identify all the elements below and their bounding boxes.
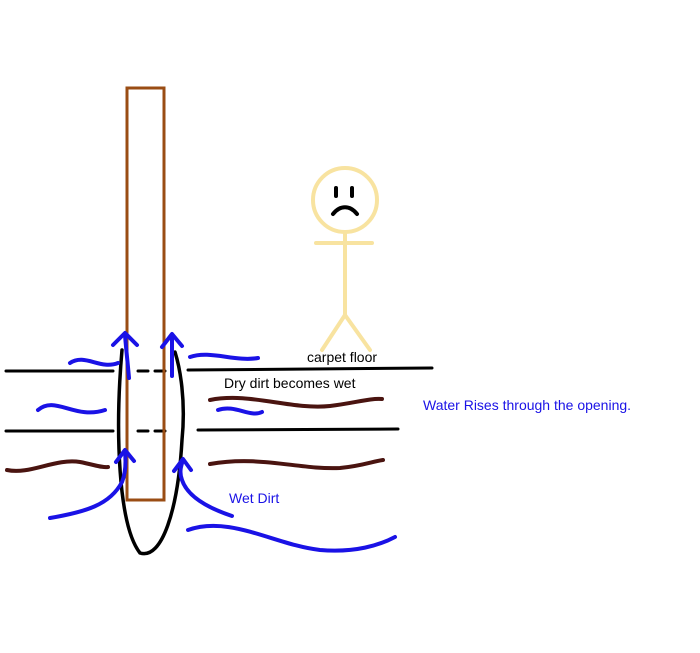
carpet-floor-label: carpet floor — [307, 349, 377, 365]
water-wave — [68, 357, 120, 367]
dirt-lines — [5, 395, 385, 473]
person-leg-left — [320, 313, 347, 352]
water-arrow-up — [48, 450, 128, 520]
dry-dirt-label: Dry dirt becomes wet — [224, 375, 356, 391]
water-rises-label: Water Rises through the opening. — [423, 397, 631, 413]
stick-figure — [311, 166, 379, 352]
wooden-post — [125, 86, 166, 502]
arrow-head — [111, 331, 139, 347]
arrow-head — [172, 457, 193, 473]
person-face — [331, 186, 359, 216]
person-head — [311, 166, 379, 234]
water-arrow-up — [178, 458, 234, 518]
floor-line-right — [186, 366, 434, 372]
wet-dirt-label: Wet Dirt — [229, 490, 279, 506]
floor-lines — [4, 366, 434, 433]
water-wave — [36, 403, 107, 415]
dirt-line — [208, 395, 384, 409]
water-arrow-up — [123, 333, 131, 380]
arrow-head — [114, 448, 136, 464]
water-wave — [216, 406, 264, 416]
dirt-line — [208, 458, 385, 471]
arrow-head — [160, 332, 184, 349]
water-wave — [186, 523, 397, 553]
person-leg-right — [343, 313, 372, 352]
lower-line-right — [196, 427, 400, 432]
hole-outline — [116, 348, 186, 556]
water-wave — [188, 352, 260, 361]
water-flow — [36, 331, 397, 553]
dirt-line — [5, 459, 110, 473]
person-frown — [331, 205, 359, 216]
